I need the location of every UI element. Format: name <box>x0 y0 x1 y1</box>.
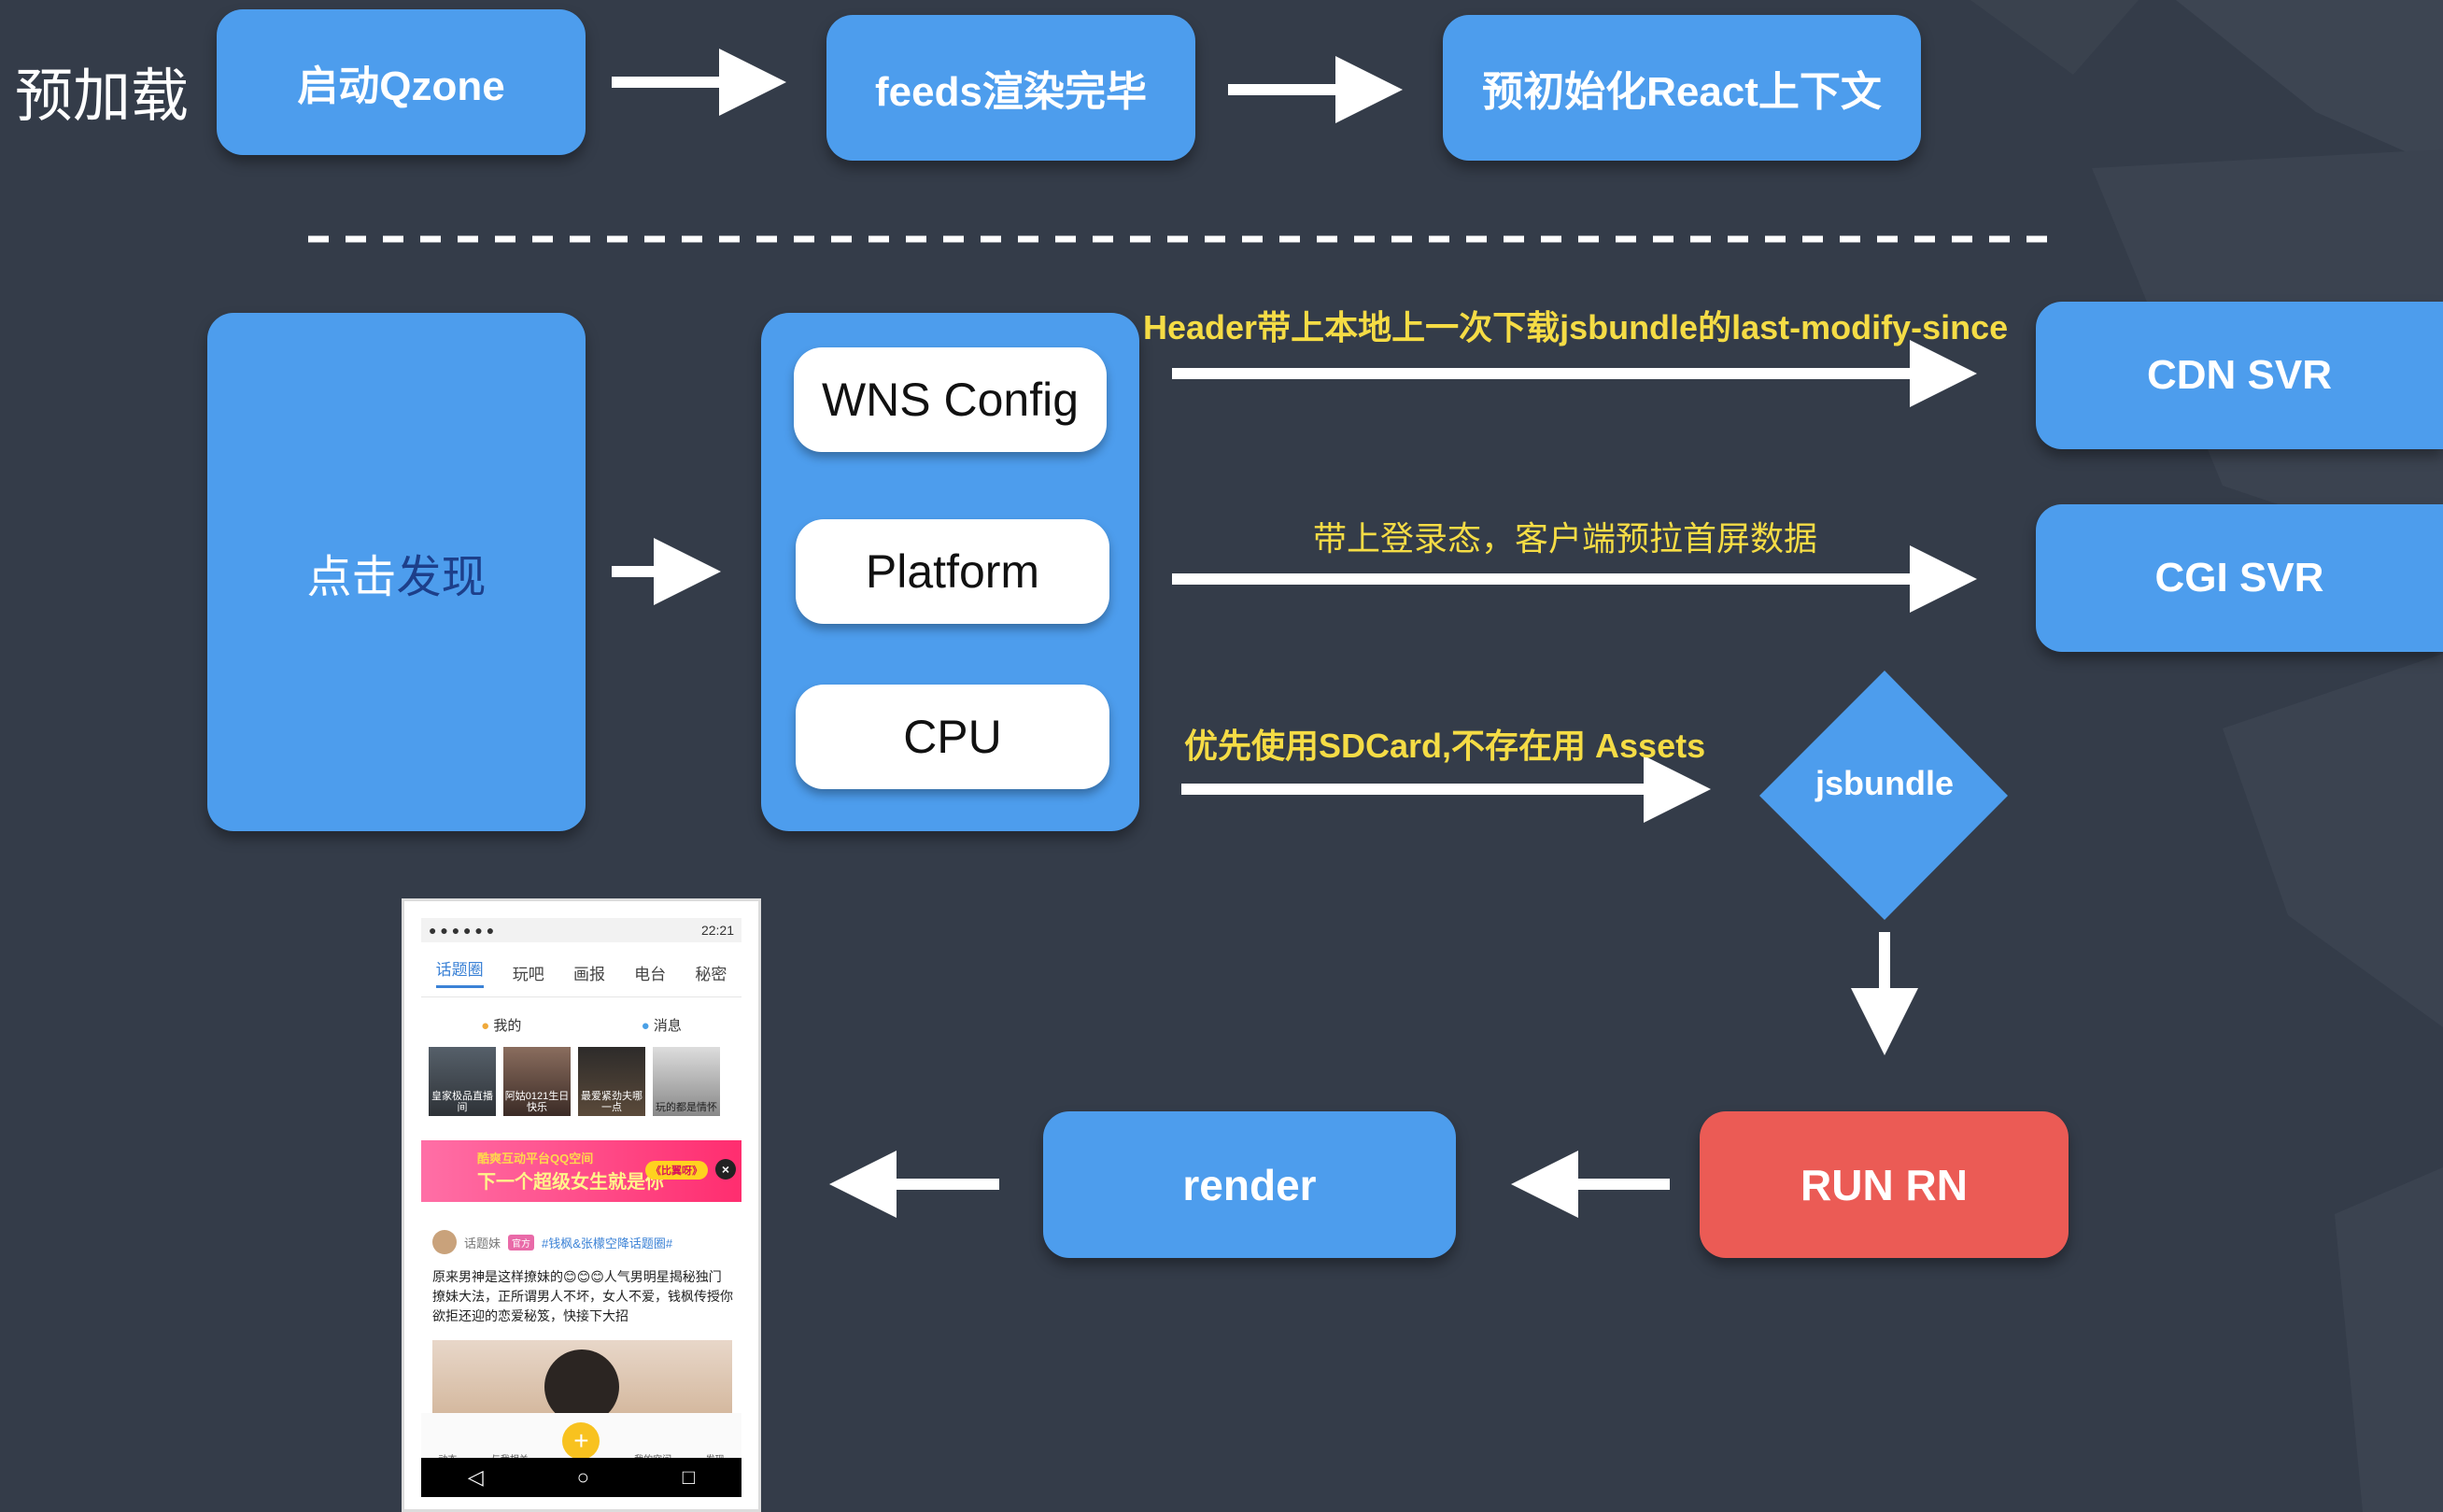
note-cgi: 带上登录态，客户端预拉首屏数据 <box>1313 519 1818 558</box>
banner-line1: 酷爽互动平台QQ空间 <box>477 1152 594 1166</box>
phone-tab-4[interactable]: 电台 <box>634 965 667 983</box>
note-cdn: Header带上本地上一次下载jsbundle的last-modify-sinc… <box>1143 308 2009 346</box>
phone-subnav: 我的 消息 <box>421 996 741 1053</box>
config-wns: WNS Config <box>794 347 1107 452</box>
banner-button[interactable]: 《比翼呀》 <box>645 1161 708 1180</box>
node-cgi-svr: CGI SVR <box>2036 504 2443 652</box>
phone-post-header: 话题妹 官方 #钱枫&张檬空降话题圈# <box>432 1228 741 1256</box>
node-click-discover: 点击发现 <box>207 313 586 831</box>
phone-statusbar: ● ● ● ● ● ● 22:21 <box>421 918 741 942</box>
post-photo[interactable] <box>432 1340 732 1424</box>
node-render: render <box>1043 1111 1456 1258</box>
close-icon[interactable]: × <box>715 1159 736 1180</box>
node-feeds-rendered: feeds渲染完毕 <box>826 15 1195 161</box>
phone-thumb[interactable]: 阿姑0121生日快乐 <box>503 1047 571 1116</box>
click-prefix: 点击 <box>306 552 397 602</box>
phone-sub-mine[interactable]: 我的 <box>481 1015 521 1035</box>
page-title: 预加载 <box>15 62 190 130</box>
jsbundle-label: jsbundle <box>1815 764 1954 802</box>
phone-thumb[interactable]: 最爱紧劲夫哪一点 <box>578 1047 645 1116</box>
phone-tab-1[interactable]: 话题圈 <box>435 956 484 988</box>
phone-tab-3[interactable]: 画报 <box>572 965 605 983</box>
post-tag: 官方 <box>508 1234 535 1251</box>
phone-sub-msg[interactable]: 消息 <box>642 1015 682 1035</box>
avatar[interactable] <box>432 1230 457 1254</box>
phone-thumb[interactable]: 皇家极品直播间 <box>429 1047 496 1116</box>
click-highlight: 发现 <box>396 552 487 602</box>
phone-tabs: 话题圈 玩吧 画报 电台 秘密 <box>421 948 741 997</box>
post-topic[interactable]: #钱枫&张檬空降话题圈# <box>542 1236 673 1251</box>
post-text: 原来男神是这样撩妹的😊😊😊人气男明星揭秘独门撩妹大法，正所谓男人不坏，女人不爱，… <box>432 1269 733 1323</box>
node-run-rn: RUN RN <box>1700 1111 2069 1258</box>
node-start-qzone: 启动Qzone <box>217 9 586 155</box>
node-cdn-svr: CDN SVR <box>2036 302 2443 449</box>
config-platform: Platform <box>796 519 1109 624</box>
recent-icon[interactable]: □ <box>682 1465 696 1489</box>
phone-thumbs: 皇家极品直播间 阿姑0121生日快乐 最爱紧劲夫哪一点 玩的都是情怀 <box>429 1047 741 1120</box>
note-bundle: 优先使用SDCard,不存在用 Assets <box>1184 727 1706 765</box>
status-icons: ● ● ● ● ● ● <box>429 923 495 938</box>
phone-tab-5[interactable]: 秘密 <box>695 965 727 983</box>
phone-banner[interactable]: 酷爽互动平台QQ空间 下一个超级女生就是你 《比翼呀》 × <box>421 1140 741 1202</box>
status-time: 22:21 <box>700 923 734 938</box>
phone-tab-2[interactable]: 玩吧 <box>512 965 544 983</box>
back-icon[interactable]: ◁ <box>467 1465 484 1489</box>
phone-navbar: ◁ ○ □ <box>421 1458 741 1497</box>
banner-line2: 下一个超级女生就是你 <box>477 1172 664 1193</box>
config-cpu: CPU <box>796 685 1109 789</box>
phone-thumb[interactable]: 玩的都是情怀 <box>653 1047 720 1116</box>
home-icon[interactable]: ○ <box>576 1465 589 1489</box>
node-preinit-react: 预初始化React上下文 <box>1443 15 1921 161</box>
post-user[interactable]: 话题妹 <box>464 1236 501 1251</box>
phone-screenshot: ● ● ● ● ● ● 22:21 话题圈 玩吧 画报 电台 秘密 我的 消息 … <box>402 898 761 1512</box>
plus-icon[interactable]: + <box>562 1422 600 1460</box>
